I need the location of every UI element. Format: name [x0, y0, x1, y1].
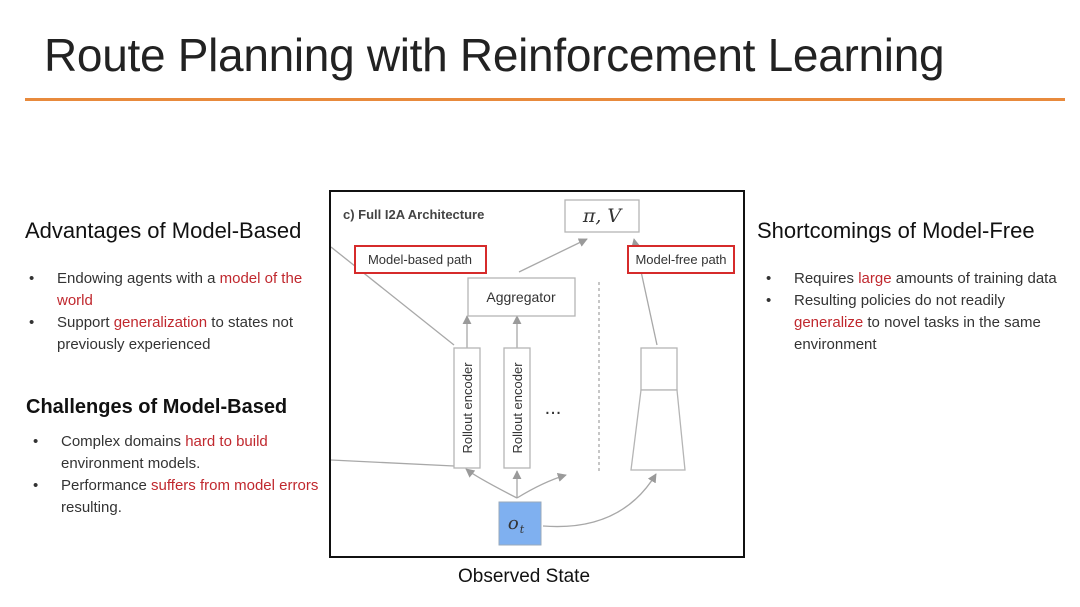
bullet-text: resulting.	[61, 499, 122, 516]
aggregator-box	[467, 277, 576, 317]
shortcomings-list: • Requires large amounts of training data…	[766, 268, 1064, 356]
bullet-text: to novel tasks in the same environment	[794, 314, 1041, 353]
aggregator-to-output-arrow	[518, 238, 588, 273]
advantages-heading: Advantages of Model-Based	[25, 218, 302, 243]
bullet-marker: •	[29, 270, 35, 287]
bullet-marker: •	[29, 314, 35, 331]
model-free-path-label: Model-free path	[635, 252, 726, 267]
highlighted-text: large	[858, 270, 892, 287]
shortcomings-heading: Shortcomings of Model-Free	[757, 218, 1035, 243]
more-encoders-ellipsis: ...	[545, 397, 562, 419]
bullet-text: Resulting policies do not readily	[794, 292, 1005, 309]
bullet-text: Complex domains	[61, 433, 186, 450]
policy-value-box	[564, 199, 640, 233]
aggregator-label: Aggregator	[486, 289, 556, 305]
bullet-marker: •	[33, 477, 39, 494]
figure-caption: Observed State	[458, 566, 591, 587]
observation-subscript: t	[520, 523, 525, 536]
highlighted-text: hard to build	[185, 433, 268, 450]
model-based-path-line	[331, 246, 455, 346]
highlighted-text: model of the world	[57, 270, 303, 309]
challenges-list: • Complex domains hard to build environme…	[33, 431, 319, 519]
bullet-item: • Complex domains hard to build environme…	[33, 431, 319, 475]
rollout-encoder-box-1	[453, 347, 481, 469]
observation-box	[498, 501, 542, 546]
bullet-text: Endowing agents with a	[57, 270, 220, 287]
highlighted-text: suffers from model errors	[151, 477, 319, 494]
i2a-diagram: c) Full I2A Architecture π, V Model-base…	[331, 199, 735, 546]
i2a-architecture-figure: c) Full I2A Architecture π, V Model-base…	[329, 190, 745, 558]
bullet-item: • Support generalization to states not pr…	[29, 312, 319, 356]
model-free-network-funnel	[630, 389, 686, 471]
model-based-path-box	[354, 245, 487, 274]
rollout-encoder-label-1: Rollout encoder	[460, 362, 475, 454]
observation-side-line	[331, 459, 455, 467]
highlighted-text: generalization	[113, 314, 208, 331]
obs-to-model-free-arrow	[542, 473, 657, 528]
figure-title: c) Full I2A Architecture	[343, 207, 484, 222]
slide-title: Route Planning with Reinforcement Learni…	[44, 29, 945, 81]
bullet-item: • Performance suffers from model errors r…	[33, 475, 319, 519]
title-underline	[25, 98, 1065, 101]
model-based-path-label: Model-based path	[368, 252, 472, 267]
bullet-marker: •	[766, 270, 772, 287]
rollout-encoder-box-2	[503, 347, 531, 469]
bullet-item: • Endowing agents with a model of the wor…	[29, 268, 319, 312]
bullet-text: Requires	[794, 270, 859, 287]
observation-letter: o	[508, 513, 519, 534]
obs-to-ellipsis-arrow	[516, 473, 567, 499]
model-free-path-box	[627, 245, 735, 274]
bullet-marker: •	[33, 433, 39, 450]
bullet-text: environment models.	[61, 455, 201, 472]
challenges-heading: Challenges of Model-Based	[26, 396, 288, 418]
bullet-text: to states not previously experienced	[57, 314, 294, 353]
rollout-encoder-label-2: Rollout encoder	[510, 362, 525, 454]
observation-symbol: ot	[508, 513, 525, 536]
bullet-item: • Requires large amounts of training data	[766, 268, 1064, 290]
bullet-text: amounts of training data	[891, 270, 1057, 287]
advantages-list: • Endowing agents with a model of the wor…	[29, 268, 319, 356]
bullet-text: Performance	[61, 477, 152, 494]
policy-value-label: π, V	[582, 205, 624, 227]
highlighted-text: generalize	[794, 314, 864, 331]
obs-to-encoder1-arrow	[465, 468, 518, 499]
model-free-network-top	[640, 347, 678, 391]
bullet-text: Support	[57, 314, 114, 331]
bullet-item: • Resulting policies do not readily gener…	[766, 290, 1064, 356]
bullet-marker: •	[766, 292, 772, 309]
